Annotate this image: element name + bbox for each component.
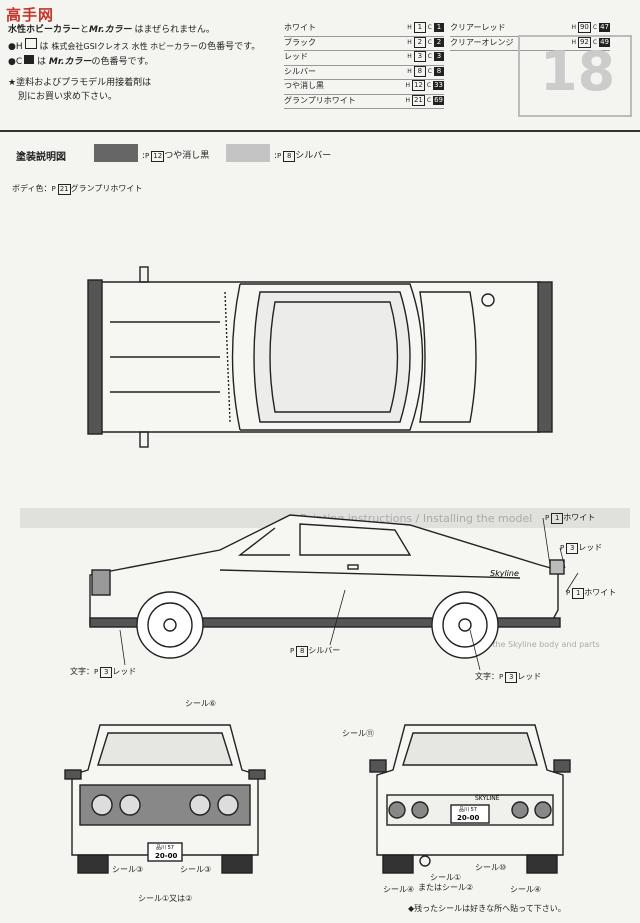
rear-badge: SKYLINE (475, 795, 500, 802)
legend-title: 塗装説明図 (16, 152, 66, 163)
callout-seal-10: シール⑩ (475, 863, 507, 872)
car-front-view: 品川 57 20-00 (64, 724, 266, 874)
note-line-4: ★塗料およびプラモデル用接着剤は (8, 78, 152, 88)
color-name: ブラック (284, 37, 316, 47)
faded-numeral: 18 (540, 40, 616, 103)
rear-plate-top: 品川 57 (459, 807, 477, 813)
callout-seal-1b: シール① (430, 873, 462, 882)
car-top-view (87, 266, 553, 448)
callout-seal-4b: シール④ (510, 885, 542, 894)
callout-seal-1b-alt: またはシール② (418, 883, 474, 892)
h-box-icon (24, 38, 37, 49)
car-side-view: Skyline (89, 514, 565, 659)
rear-plate-num: 20-00 (457, 814, 480, 822)
color-name: ホワイト (284, 23, 316, 32)
car-script-badge: Skyline (490, 569, 519, 578)
callout-seal-3b: シール③ (180, 865, 212, 874)
callout-seal-4a: シール④ (383, 885, 415, 894)
color-name: シルバー (284, 66, 316, 76)
color-name: レッド (284, 52, 308, 61)
legend-swatch-dark (94, 144, 138, 162)
color-name: クリアーレッド (450, 23, 506, 32)
callout-seal-11: シール⑪ (342, 729, 374, 738)
front-plate-num: 20-00 (155, 852, 178, 860)
callout-leaders-side (119, 517, 579, 671)
car-rear-view: SKYLINE 品川 57 20-00 (369, 724, 571, 874)
note-line-5: 別にお買い求め下さい。 (18, 92, 118, 102)
footer-note: ◆残ったシールは好きな所へ貼って下さい。 (408, 904, 566, 913)
color-name: つや消し黒 (284, 81, 324, 90)
color-name: グランプリホワイト (284, 95, 356, 105)
note-line-1: 水性ホビーカラーとMr.カラー はまぜられません。 (8, 25, 215, 35)
legend-swatch-light (226, 144, 270, 162)
callout-seal-1-or-2: シール①又は② (138, 894, 193, 903)
watermark-logo: 高手网 (6, 6, 55, 24)
faded-box (518, 35, 632, 117)
color-name: クリアーオレンジ (450, 37, 514, 47)
callout-seal-3a: シール③ (112, 865, 144, 874)
c-box-icon (24, 55, 35, 64)
divider (0, 130, 640, 132)
note-line-2: ●H は 株式会社GSIクレオス 水性 ホビーカラーの色番号です。 (8, 38, 260, 52)
note-line-3: ●C は Mr.カラーの色番号です。 (8, 55, 154, 67)
faded-line-2: Paint the Skyline body and parts (470, 640, 600, 649)
callout-seal-6: シール⑥ (185, 699, 217, 708)
front-plate-top: 品川 57 (156, 845, 174, 851)
